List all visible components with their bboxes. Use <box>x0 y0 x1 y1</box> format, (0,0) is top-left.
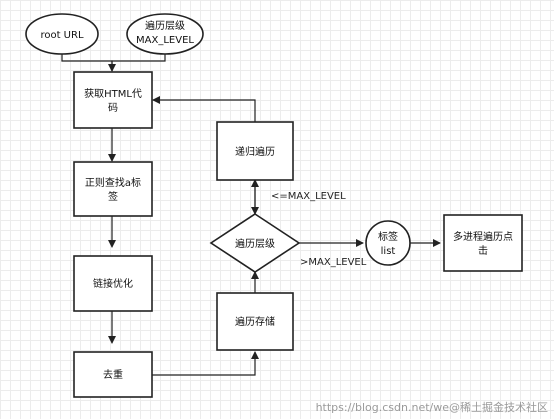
regex-find-label-1: 正则查找a标 <box>85 176 141 189</box>
edge-level-to-fetch <box>111 54 166 71</box>
fetch-html-label-2: 码 <box>108 102 118 114</box>
link-opt-box <box>73 255 153 312</box>
store-box <box>216 292 294 351</box>
multi-click-box <box>443 214 523 272</box>
fetch-html-label-1: 获取HTML代 <box>84 88 142 100</box>
root-url-label: root URL <box>40 30 83 41</box>
recursive-box <box>216 121 294 181</box>
edge-root-to-fetch <box>61 54 116 72</box>
fetch-html-box <box>73 71 153 129</box>
edge-label-gt-max: >MAX_LEVEL <box>300 257 367 268</box>
tag-list-label-1: 标签 <box>378 230 398 243</box>
max-level-ellipse <box>126 13 204 55</box>
root-url-ellipse <box>25 13 99 55</box>
multi-click-label-2: 击 <box>478 245 488 257</box>
edge-dedup-to-store <box>151 351 259 376</box>
edge-recursive-to-fetch <box>152 96 256 122</box>
decision-label: 遍历层级 <box>235 237 275 250</box>
tag-list-label-2: list <box>381 246 396 257</box>
edge-label-le-max: <=MAX_LEVEL <box>271 191 346 202</box>
max-level-label-1: 遍历层级 <box>145 19 185 32</box>
multi-click-label-1: 多进程遍历点 <box>453 230 513 243</box>
link-opt-label: 链接优化 <box>93 277 133 290</box>
decision-diamond <box>209 213 301 273</box>
tag-list-ellipse <box>365 220 411 266</box>
regex-find-box <box>73 161 153 217</box>
dedup-label: 去重 <box>103 368 123 381</box>
recursive-label: 递归遍历 <box>235 145 275 158</box>
store-label: 遍历存储 <box>235 315 275 328</box>
max-level-label-2: MAX_LEVEL <box>136 35 194 46</box>
regex-find-label-2: 签 <box>108 190 118 203</box>
watermark: https://blog.csdn.net/we@稀土掘金技术社区 <box>315 401 548 414</box>
dedup-box <box>73 351 153 398</box>
